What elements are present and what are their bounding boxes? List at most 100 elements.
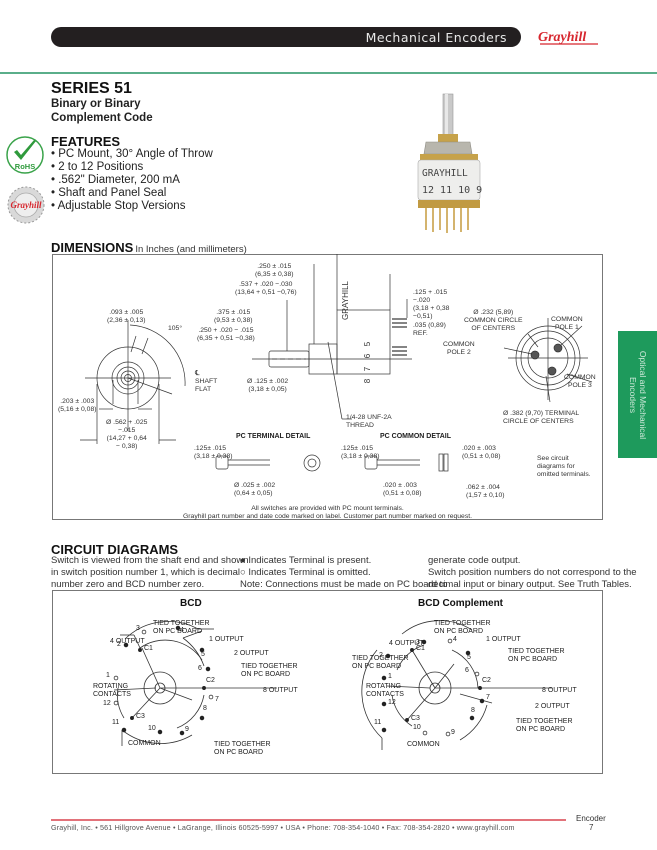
dim-common-detail-width: .020 ± .003(0,51 ± 0,08) <box>462 445 501 461</box>
dim-common-detail-height: .062 ± .004(1,57 ± 0,10) <box>466 484 505 500</box>
terminal-label: 9 <box>451 729 455 736</box>
terminal-present-dot <box>138 648 142 652</box>
terminal-label: C2 <box>482 677 491 684</box>
bcd-common: COMMON <box>128 740 161 747</box>
terminal-label: 10 <box>413 724 421 731</box>
dim-label: COMMON <box>564 374 596 381</box>
text-line: Switch is viewed from the shaft end and … <box>51 555 249 566</box>
subtitle-line: Complement Code <box>51 112 153 124</box>
terminal-label: 5 <box>467 654 471 661</box>
terminal-present-dot <box>121 727 127 733</box>
terminal-label: C1 <box>144 645 153 652</box>
terminal-label: 9 <box>185 726 189 733</box>
text-line: Note: Connections must be made on PC boa… <box>240 579 448 590</box>
grayhill-seal-icon: Grayhill <box>7 186 45 224</box>
terminal-present-dot <box>469 715 475 721</box>
dim-metric: (0,51 ± 0,08) <box>383 490 422 497</box>
bcd-8-output: 8 OUTPUT <box>263 687 298 694</box>
dim-value: 1/4-28 UNF-2A <box>346 414 392 421</box>
bcdc-4-output: 4 OUTPUT <box>389 640 424 647</box>
terminal-omitted-dot <box>141 629 147 635</box>
terminal-present-dot <box>478 686 482 690</box>
terminal-present-dot <box>123 642 129 648</box>
dim-value: Ø .232 (5,89) <box>473 309 514 316</box>
dim-value: −.015 <box>118 427 136 434</box>
terminal-present-dot <box>381 675 387 681</box>
terminal-label: 1 <box>106 672 110 679</box>
bcd-complement-diagram <box>361 620 552 750</box>
header-rule <box>0 72 657 74</box>
terminal-label: 6 <box>198 665 202 672</box>
dim-label: CIRCLE OF CENTERS <box>503 418 574 425</box>
dimensions-units: In Inches (and millimeters) <box>135 244 247 255</box>
bcdc-8-output: 8 OUTPUT <box>542 687 577 694</box>
terminal-present-dot <box>199 715 205 721</box>
terminal-present-dot <box>410 648 414 652</box>
label-line: ON PC BOARD <box>352 663 402 670</box>
dim-metric: −0,51) <box>413 313 433 320</box>
dimensions-title: DIMENSIONS <box>51 240 134 255</box>
text-line: number zero and BCD number zero. <box>51 579 205 590</box>
footer-section: Encoder <box>576 814 606 823</box>
side-view <box>252 254 412 420</box>
footnote-line: Grayhill part number and date code marke… <box>182 513 473 520</box>
bcd-complement-title: BCD Complement <box>418 598 504 609</box>
terminal-label: 6 <box>465 667 469 674</box>
dim-metric: (3,18 ± 0,38) <box>341 453 380 460</box>
features-heading: FEATURES <box>51 134 121 149</box>
footer-contact: Grayhill, Inc. • 561 Hillgrove Avenue • … <box>51 823 515 832</box>
dim-label: OF CENTERS <box>471 325 516 332</box>
dim-value: .250 ± .015 <box>257 263 292 270</box>
text-line: decimal input or binary output. See Trut… <box>428 579 632 590</box>
rear-view <box>503 318 593 403</box>
note-line: diagrams for <box>537 463 575 470</box>
label-line: CONTACTS <box>366 691 404 698</box>
terminal-omitted-dot <box>445 731 451 737</box>
label-line: ON PC BOARD <box>508 656 558 663</box>
terminal-label: C1 <box>416 645 425 652</box>
section-tab-label: Optical and Mechanical Encoders <box>628 350 648 438</box>
dim-value: .020 ± .003 <box>383 482 417 489</box>
dim-metric: (3,18 + 0,38 <box>413 305 450 312</box>
dim-label: SHAFT <box>195 378 218 385</box>
dim-value: .537 + .020 −.030 <box>239 281 293 288</box>
section-tab[interactable]: Optical and Mechanical Encoders <box>618 331 657 458</box>
label-line: ON PC BOARD <box>516 726 566 733</box>
terminal-present-dot <box>479 698 485 704</box>
terminal-label: 4 <box>453 636 457 643</box>
text-line: Switch position numbers do not correspon… <box>428 567 637 578</box>
label-line: CONTACTS <box>93 691 131 698</box>
front-view <box>80 320 186 444</box>
footer-rule <box>51 819 566 821</box>
label-line: TIED TOGETHER <box>214 741 271 748</box>
tab-line: Encoders <box>627 376 638 413</box>
label-line: TIED TOGETHER <box>508 648 565 655</box>
circuit-drawings <box>113 620 552 750</box>
dim-value: .125 + .015 <box>413 289 448 296</box>
dim-value: .203 ± .003 <box>60 398 95 405</box>
dim-d1: .250 ± .015(6,35 ± 0,38) <box>255 263 294 279</box>
terminal-present-dot <box>381 727 387 733</box>
terminal-label: C2 <box>206 677 215 684</box>
pc-terminal-drawing <box>215 454 321 472</box>
subtitle-line: Binary or Binary <box>51 98 141 110</box>
circuit-note: generate code output. Switch position nu… <box>428 555 637 591</box>
rohs-label: RoHS <box>15 162 35 171</box>
terminal-label: C3 <box>411 715 420 722</box>
page-number: 7 <box>589 823 594 832</box>
bcd-4-output: 4 OUTPUT <box>110 638 145 645</box>
terminal-present-dot <box>205 666 211 672</box>
dim-shaft-diameter: Ø .125 ± .002(3,18 ± 0,05) <box>247 378 288 394</box>
pc-common-drawing <box>364 453 449 472</box>
terminal-present-dot <box>405 718 409 722</box>
bcd-2-output: 2 OUTPUT <box>234 650 269 657</box>
dim-offset: .203 ± .003(5,16 ± 0,08) <box>58 398 97 414</box>
